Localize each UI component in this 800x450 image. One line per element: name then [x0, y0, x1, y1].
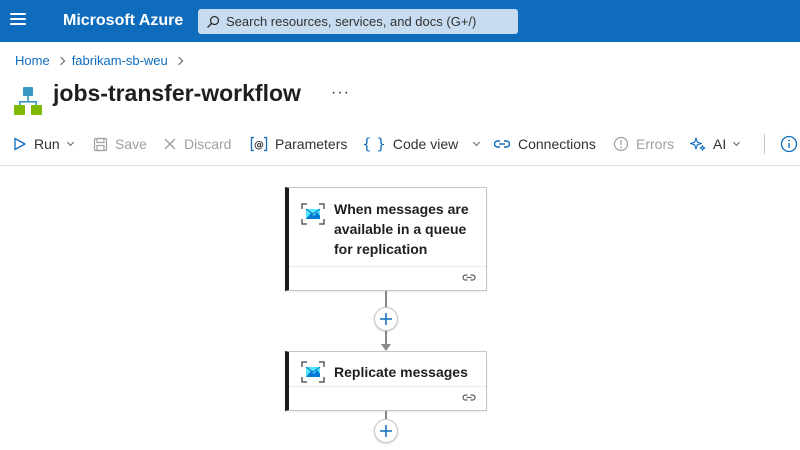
brand-title[interactable]: Microsoft Azure: [63, 12, 184, 29]
trigger-title-line: When messages are: [334, 201, 469, 217]
breadcrumb: Home fabrikam-sb-weu: [15, 53, 190, 68]
connector-arrow: [381, 344, 391, 351]
save-icon: [93, 137, 108, 151]
add-step-button[interactable]: [374, 419, 398, 443]
more-options-icon[interactable]: ···: [331, 84, 350, 101]
add-step-button[interactable]: [374, 307, 398, 331]
toolbar-divider: [0, 165, 800, 166]
parameters-button[interactable]: @ Parameters: [250, 133, 347, 155]
sparkle-icon: [690, 137, 706, 151]
trigger-title: When messages are available in a queue f…: [334, 199, 469, 259]
errors-label: Errors: [636, 136, 675, 152]
discard-button[interactable]: Discard: [163, 133, 231, 155]
parameters-label: Parameters: [275, 136, 348, 152]
run-button[interactable]: Run: [13, 133, 74, 155]
play-icon: [14, 137, 26, 151]
errors-button[interactable]: Errors: [613, 133, 674, 155]
code-braces-icon: { }: [362, 135, 386, 153]
parameters-icon: @: [250, 136, 268, 152]
service-bus-icon: [301, 203, 325, 230]
designer-canvas[interactable]: When messages are available in a queue f…: [0, 166, 800, 450]
action-card[interactable]: Replicate messages: [285, 351, 487, 411]
discard-label: Discard: [184, 136, 232, 152]
info-icon: [613, 136, 629, 152]
chevron-down-icon[interactable]: [473, 138, 481, 146]
ai-label: AI: [713, 136, 727, 152]
search-input[interactable]: [226, 14, 506, 29]
plus-icon: [380, 425, 392, 437]
breadcrumb-resource[interactable]: fabrikam-sb-weu: [71, 53, 168, 68]
trigger-card[interactable]: When messages are available in a queue f…: [285, 187, 487, 291]
chevron-right-icon: [174, 56, 184, 65]
search-box[interactable]: [198, 9, 518, 34]
chevron-down-icon: [733, 138, 741, 146]
run-label: Run: [34, 136, 60, 152]
toolbar-separator: [764, 134, 765, 154]
info-button[interactable]: [780, 133, 798, 155]
hamburger-menu-icon[interactable]: [10, 13, 26, 29]
save-label: Save: [115, 136, 147, 152]
top-bar: Microsoft Azure: [0, 0, 800, 42]
card-footer: [289, 386, 486, 410]
close-icon: [164, 138, 176, 150]
action-title: Replicate messages: [334, 364, 468, 380]
trigger-title-line: for replication: [334, 241, 428, 257]
connections-button[interactable]: Connections: [493, 133, 596, 155]
connector-line: [385, 411, 387, 419]
trigger-title-line: available in a queue: [334, 221, 467, 237]
search-icon: [207, 15, 220, 28]
logic-app-workflow-icon: [12, 85, 44, 122]
code-view-button[interactable]: { } Code view: [362, 133, 481, 155]
designer-toolbar: Run Save Discard @ Parameters { } Code v…: [0, 133, 800, 155]
card-footer: [289, 266, 486, 290]
link-icon[interactable]: [462, 392, 476, 404]
ai-button[interactable]: AI: [690, 133, 741, 155]
save-button[interactable]: Save: [93, 133, 147, 155]
connections-label: Connections: [518, 136, 596, 152]
plus-icon: [380, 313, 392, 325]
breadcrumb-home[interactable]: Home: [15, 53, 50, 68]
chevron-down-icon: [66, 138, 74, 146]
info-icon: [780, 135, 798, 153]
code-view-label: Code view: [392, 136, 459, 152]
svg-text:@: @: [254, 140, 264, 151]
link-icon: [493, 140, 511, 148]
service-bus-icon: [301, 361, 325, 388]
page-title: jobs-transfer-workflow: [53, 80, 301, 106]
link-icon[interactable]: [462, 272, 476, 284]
chevron-right-icon: [56, 56, 65, 65]
